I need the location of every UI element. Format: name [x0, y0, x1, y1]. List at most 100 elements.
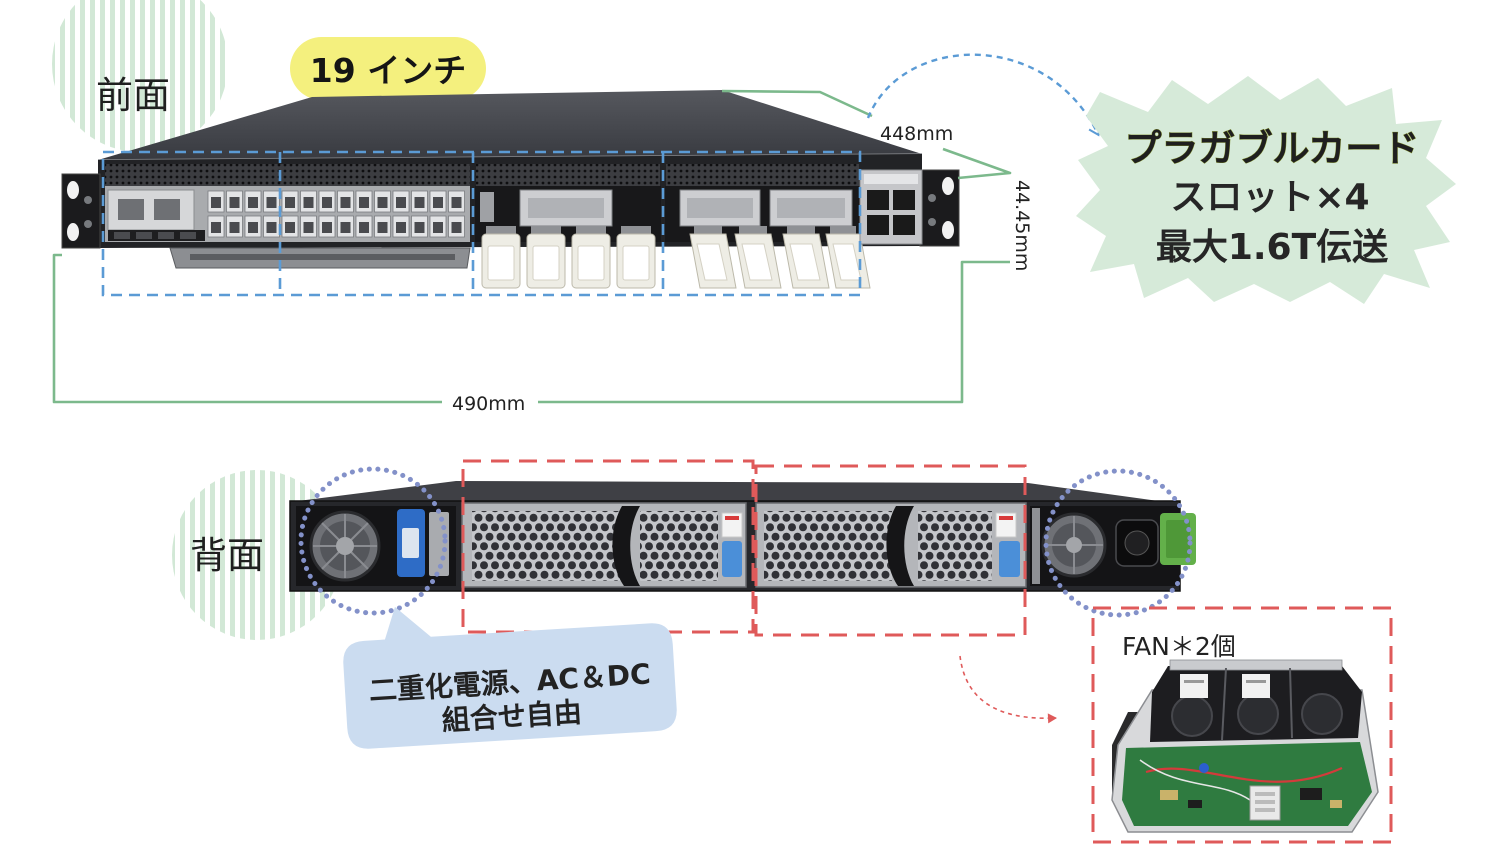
sfp-port-opening	[248, 197, 258, 208]
pull-tab	[734, 226, 782, 289]
fan-tray-mesh	[764, 511, 892, 581]
pull-tab	[481, 226, 521, 289]
rack-ear-right	[919, 169, 960, 247]
sfp-port-opening	[377, 197, 388, 208]
sfp-port-opening	[285, 222, 295, 233]
fan-rotor	[1171, 695, 1213, 737]
chassis-top	[98, 90, 922, 160]
fan-tray-mesh	[918, 511, 992, 581]
depth-label: 448mm	[880, 123, 953, 145]
front-label-striped-circle	[52, 0, 228, 152]
width-label: 490mm	[452, 393, 525, 415]
sfp-port-opening	[433, 197, 443, 208]
fan-module-photo	[1111, 659, 1379, 833]
sfp-port-opening	[266, 222, 277, 233]
vent-strip	[105, 164, 470, 186]
fan-tray-latch	[999, 541, 1020, 577]
sfp-port-opening	[248, 222, 258, 233]
sfp-port-opening	[359, 222, 369, 233]
power-note-bubble: 二重化電源、AC＆DC 組合せ自由	[343, 606, 677, 749]
fan-label-sticker	[1242, 674, 1270, 698]
pull-tab	[526, 226, 566, 289]
fan-count-label: FAN＊2個	[1122, 632, 1236, 661]
pull-tab	[689, 226, 737, 289]
sfp-port-opening	[266, 197, 277, 208]
sfp-port-opening	[414, 222, 425, 233]
sfp-port-opening	[396, 197, 406, 208]
fan-label-sticker	[1180, 674, 1208, 698]
sfp-port-opening	[340, 222, 351, 233]
height-label: 44.45mm	[1011, 180, 1033, 271]
pull-tab	[571, 226, 611, 289]
dimension-lines	[52, 89, 1012, 404]
card-slot-3	[475, 186, 661, 289]
fan-tray-mesh	[472, 511, 620, 581]
sfp-port-grid	[207, 190, 465, 238]
psu-right	[1030, 506, 1196, 586]
fan-tray-latch	[722, 541, 742, 577]
callout-burst	[1076, 76, 1456, 304]
sfp-port-opening	[211, 222, 221, 233]
fan-rotor	[1237, 693, 1279, 735]
rear-view-label: 背面	[190, 534, 264, 577]
sfp-port-opening	[359, 197, 369, 208]
fan-tray-handle	[886, 506, 914, 586]
rack-ear-left	[61, 173, 101, 249]
sfp-port-opening	[322, 197, 332, 208]
fan-tray-handle	[612, 506, 640, 586]
rear-switch	[289, 481, 1196, 592]
sfp-port-opening	[377, 222, 388, 233]
sfp-port-opening	[211, 197, 221, 208]
front-switch	[61, 90, 960, 289]
card-slot-sfp	[105, 186, 470, 242]
callout-title: プラガブルカード	[1125, 127, 1420, 170]
callout-slot-count: スロット×4	[1170, 177, 1369, 218]
rack-size-badge: 19 インチ	[290, 37, 486, 100]
fan-tray-2	[755, 502, 1027, 588]
pluggable-card-callout: プラガブルカード スロット×4 最大1.6T伝送	[1076, 76, 1456, 304]
width-dimension-line	[52, 253, 442, 404]
card-handle-bar	[169, 247, 471, 269]
front-view-label: 前面	[96, 74, 170, 117]
sfp-port-opening	[414, 197, 425, 208]
rj45-port	[893, 215, 915, 235]
pull-tab	[616, 226, 656, 289]
rear-chassis-top	[290, 481, 1180, 504]
psu-left	[296, 506, 456, 586]
fan-detail-arrow	[959, 655, 1057, 724]
sfp-port-opening	[433, 222, 443, 233]
fan-detail-box	[1091, 606, 1393, 844]
psu-highlight-ring-left	[298, 466, 448, 616]
vent-strip	[476, 164, 660, 186]
sfp-port-opening	[451, 197, 462, 208]
management-ports	[859, 169, 923, 245]
rj45-port	[867, 215, 889, 235]
pull-tab	[782, 226, 830, 289]
pull-tab	[825, 226, 871, 289]
fan-tray-1	[461, 502, 747, 588]
depth-dimension-line	[942, 147, 1012, 180]
sfp-port-opening	[322, 222, 332, 233]
fan-rotor	[1301, 693, 1343, 735]
fan-tray-highlight-2	[754, 464, 1027, 637]
card-slot-4	[665, 186, 871, 289]
rj45-port	[893, 190, 915, 210]
sfp-port-opening	[451, 222, 462, 233]
sfp-port-opening	[396, 222, 406, 233]
width-dimension-line	[538, 260, 1010, 404]
fan-control-board	[1122, 742, 1372, 826]
fan-tray-mesh	[640, 511, 718, 581]
depth-dimension-line	[721, 89, 873, 118]
sfp-port-opening	[303, 197, 314, 208]
sfp-port-opening	[229, 197, 240, 208]
card-slot-highlight	[101, 150, 862, 297]
sfp-port-opening	[229, 222, 240, 233]
rack-size-text: 19 インチ	[310, 51, 466, 90]
callout-arrow	[866, 53, 1101, 137]
sfp-port-opening	[303, 222, 314, 233]
rj45-port	[867, 190, 889, 210]
sfp-port-opening	[285, 197, 295, 208]
sfp-port-opening	[340, 197, 351, 208]
